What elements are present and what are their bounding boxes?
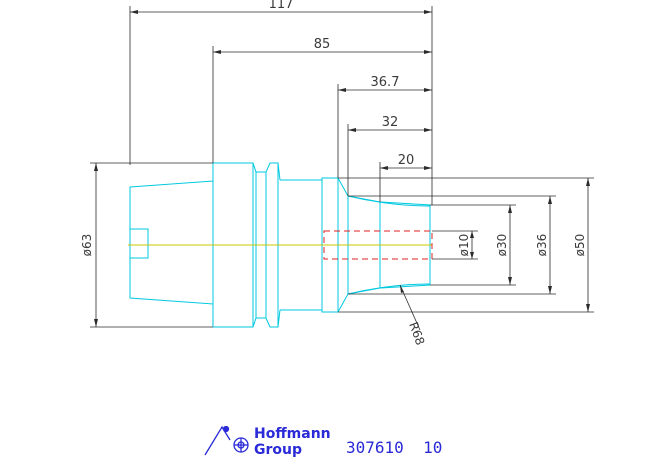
dim-length-85: 85: [314, 37, 331, 52]
hoffmann-group-logo-icon: [204, 425, 249, 456]
dim-dia-63: ø63: [80, 234, 94, 257]
brand-name-line1: Hoffmann: [254, 426, 331, 442]
dim-dia-36: ø36: [535, 234, 549, 257]
dim-radius: R68: [406, 320, 427, 347]
arrowheads: [94, 10, 590, 327]
dim-length-32: 32: [382, 115, 399, 130]
dim-dia-10: ø10: [457, 234, 471, 257]
dim-dia-30: ø30: [495, 234, 509, 257]
brand-name-line2: Group: [254, 442, 302, 458]
dim-dia-50: ø50: [573, 234, 587, 257]
dim-length-overall: 117: [269, 0, 294, 12]
dim-length-20: 20: [398, 153, 415, 168]
article-code: 307610 10: [346, 438, 442, 457]
hidden-bore: [323, 230, 433, 260]
dimension-lines: [90, 6, 594, 331]
dim-length-36-7: 36.7: [371, 75, 400, 90]
